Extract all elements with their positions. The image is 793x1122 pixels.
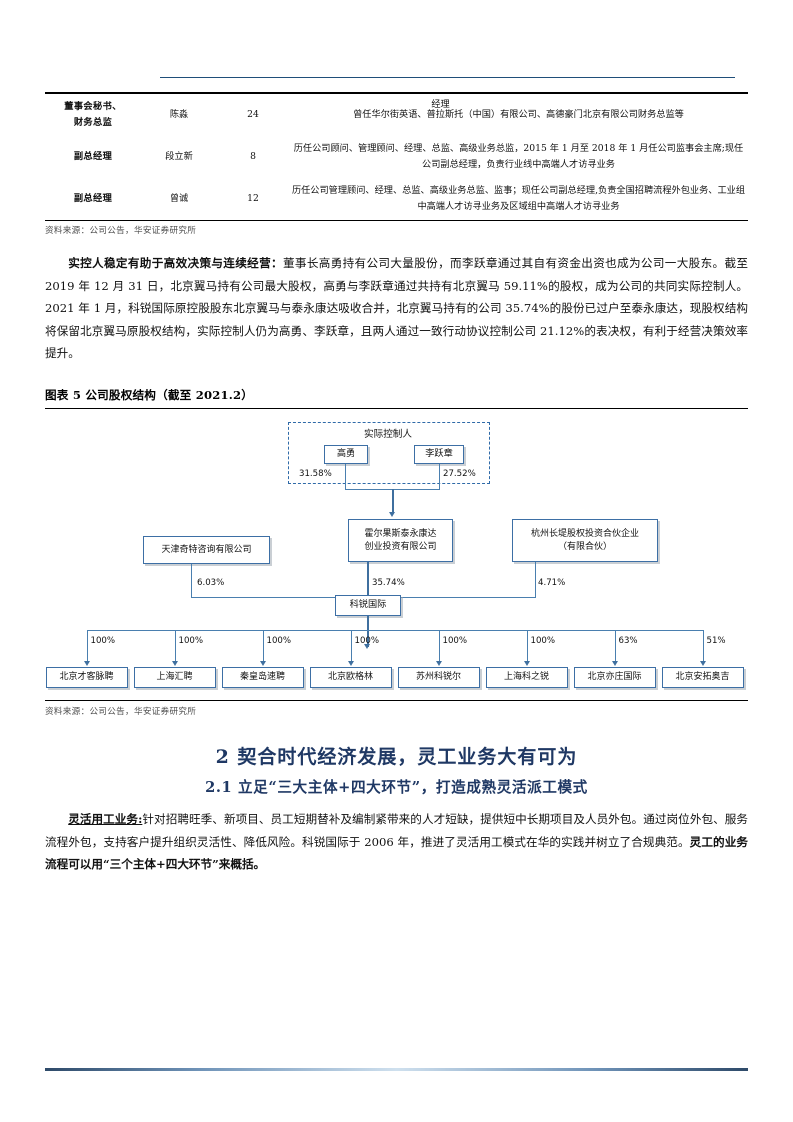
shareholder-stake-0: 6.03%: [197, 578, 225, 588]
footer-rule: [45, 1068, 748, 1071]
arrow-to-taiyongkangda: [389, 512, 395, 517]
exhibit-title: 图表 5 公司股权结构（截至 2021.2）: [45, 388, 254, 402]
paragraph-1-body: 董事长高勇持有公司大量股份，而李跃章通过其自有资金出资也成为公司一大股东。截至 …: [45, 256, 748, 361]
executives-table: 董事会秘书、财务总监 陈淼 24 曾任华尔街英语、普拉斯托（中国）有限公司、高德…: [45, 92, 748, 220]
subsidiary-node-7: 北京安拓奥吉: [661, 667, 744, 688]
subsidiary-node-3: 北京欧格林: [309, 667, 392, 688]
connector-controller-1: [439, 464, 441, 489]
connector-subsidiary-3: [350, 630, 352, 662]
cell-role-0: 董事会秘书、财务总监: [64, 101, 122, 128]
arrow-subsidiary-0: [83, 661, 90, 666]
ownership-structure-diagram: 实际控制人 高勇 李跃章 31.58% 27.52% 天津奇特咨询有限公司 霍尔…: [45, 412, 748, 680]
connector-shareholder-2: [535, 562, 537, 597]
cell-desc-2: 历任公司管理顾问、经理、总监、高级业务总监、监事；现任公司副总经理,负责全国招聘…: [291, 185, 746, 212]
exhibit-source-note: 资料来源：公司公告，华安证券研究所: [45, 707, 197, 717]
paragraph-2-tail: 灵工的业务流程可以用“三个主体+四大环节”来概括。: [45, 834, 748, 872]
subsidiary-stake-2: 100%: [266, 636, 292, 646]
company-node: 科锐国际: [335, 595, 401, 616]
subsidiary-stake-0: 100%: [90, 636, 116, 646]
arrow-subsidiary-3: [347, 661, 354, 666]
connector-subsidiary-6: [614, 630, 616, 662]
table-row-1: 副总经理 段立新 8 历任公司顾问、管理顾问、经理、总监、高级业务总监，2015…: [45, 136, 748, 178]
connector-subsidiary-5: [526, 630, 528, 662]
subsidiary-node-2: 秦皇岛速聘: [221, 667, 304, 688]
controller-stake-1: 27.52%: [443, 469, 476, 479]
connector-controller-0: [345, 464, 347, 489]
paragraph-flexible-staffing: 灵活用工业务:针对招聘旺季、新项目、员工短期替补及编制紧带来的人才短缺，提供短中…: [45, 808, 748, 876]
cell-name-2: 曾诚: [169, 193, 189, 204]
connector-subsidiary-1: [174, 630, 176, 662]
section-heading-2: 2 契合时代经济发展，灵工业务大有可为: [215, 746, 578, 768]
controller-stake-0: 31.58%: [299, 469, 332, 479]
cell-years-2: 12: [247, 193, 259, 204]
arrow-subsidiary-7: [699, 661, 706, 666]
actual-controller-label: 实际控制人: [364, 429, 412, 440]
cell-desc-0: 曾任华尔街英语、普拉斯托（中国）有限公司、高德豪门北京有限公司财务总监等: [353, 109, 684, 120]
table-source-note: 资料来源：公司公告，华安证券研究所: [45, 226, 197, 236]
subsidiary-node-5: 上海科之锐: [485, 667, 568, 688]
table-row-2: 副总经理 曾诚 12 历任公司管理顾问、经理、总监、高级业务总监、监事；现任公司…: [45, 178, 748, 220]
shareholder-stake-1: 35.74%: [372, 578, 405, 588]
cell-name-0: 陈淼: [169, 109, 189, 120]
subsidiary-node-4: 苏州科锐尔: [397, 667, 480, 688]
connector-subsidiary-0: [86, 630, 88, 662]
subsidiary-stake-5: 100%: [530, 636, 556, 646]
connector-subsidiary-busbar: [86, 630, 703, 632]
arrow-subsidiary-2: [259, 661, 266, 666]
subsidiary-node-0: 北京才客脉聘: [45, 667, 128, 688]
paragraph-1-lead: 实控人稳定有助于高效决策与连续经营：: [68, 256, 283, 270]
table-row-0: 董事会秘书、财务总监 陈淼 24 曾任华尔街英语、普拉斯托（中国）有限公司、高德…: [45, 94, 748, 136]
cell-years-0: 24: [247, 109, 259, 120]
arrow-to-company: [364, 644, 370, 649]
arrow-subsidiary-6: [611, 661, 618, 666]
controller-node-0: 高勇: [324, 445, 368, 464]
connector-subsidiary-7: [702, 630, 704, 662]
connector-subsidiary-2: [262, 630, 264, 662]
paragraph-2-body: 针对招聘旺季、新项目、员工短期替补及编制紧带来的人才短缺，提供短中长期项目及人员…: [45, 812, 748, 849]
cell-role-1: 副总经理: [73, 151, 113, 162]
shareholder-node-1: 霍尔果斯泰永康达 创业投资有限公司: [348, 519, 453, 562]
paragraph-shareholding: 实控人稳定有助于高效决策与连续经营：董事长高勇持有公司大量股份，而李跃章通过其自…: [45, 252, 748, 365]
exhibit-top-rule: [45, 408, 748, 409]
subsidiary-stake-6: 63%: [618, 636, 638, 646]
section-heading-2-1: 2.1 立足“三大主体+四大环节”，打造成熟灵活派工模式: [205, 779, 588, 796]
connector-shareholder-0: [191, 564, 193, 597]
cell-name-1: 段立新: [165, 151, 193, 162]
arrow-subsidiary-1: [171, 661, 178, 666]
connector-subsidiary-4: [438, 630, 440, 662]
shareholder-node-2: 杭州长堤股权投资合伙企业 （有限合伙）: [512, 519, 658, 562]
shareholder-node-0: 天津奇特咨询有限公司: [143, 536, 270, 564]
paragraph-2-lead: 灵活用工业务:: [68, 812, 143, 826]
continued-header-text: 经理: [431, 99, 450, 110]
table-continued-header: 经理: [45, 96, 748, 110]
subsidiary-stake-3: 100%: [354, 636, 380, 646]
cell-desc-1: 历任公司顾问、管理顾问、经理、总监、高级业务总监，2015 年 1 月至 201…: [293, 143, 744, 170]
shareholder-stake-2: 4.71%: [538, 578, 566, 588]
connector-to-taiyongkangda: [392, 489, 394, 514]
cell-years-1: 8: [250, 151, 256, 162]
controller-node-1: 李跃章: [414, 445, 464, 464]
cell-role-2: 副总经理: [73, 193, 113, 204]
header-rule: [160, 77, 735, 78]
arrow-subsidiary-4: [435, 661, 442, 666]
subsidiary-stake-7: 51%: [706, 636, 726, 646]
connector-company-trunk: [367, 616, 369, 630]
subsidiary-stake-1: 100%: [178, 636, 204, 646]
subsidiary-stake-4: 100%: [442, 636, 468, 646]
table-bottom-border: [45, 220, 748, 221]
exhibit-bottom-rule: [45, 700, 748, 701]
arrow-subsidiary-5: [523, 661, 530, 666]
subsidiary-node-1: 上海汇聘: [133, 667, 216, 688]
subsidiary-node-6: 北京亦庄国际: [573, 667, 656, 688]
actual-controller-group-box: [288, 422, 490, 484]
